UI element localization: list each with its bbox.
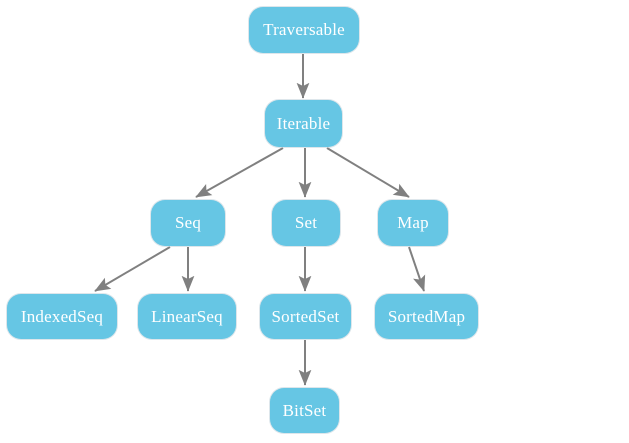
node-map[interactable]: Map	[378, 200, 448, 246]
node-indexedseq[interactable]: IndexedSeq	[7, 294, 117, 339]
edge-seq-indexedseq	[94, 246, 171, 292]
node-label-indexedseq: IndexedSeq	[20, 306, 104, 326]
node-label-sortedset: SortedSet	[271, 306, 340, 326]
node-label-map: Map	[397, 213, 429, 232]
edge-map-sortedmap	[408, 246, 426, 292]
node-label-sortedmap: SortedMap	[387, 306, 466, 326]
node-label-bitset: BitSet	[282, 400, 327, 420]
node-set[interactable]: Set	[272, 200, 340, 246]
node-sortedmap[interactable]: SortedMap	[375, 294, 478, 339]
node-sortedset[interactable]: SortedSet	[260, 294, 351, 339]
node-label-seq: Seq	[174, 213, 202, 232]
node-linearseq[interactable]: LinearSeq	[138, 294, 236, 339]
node-label-iterable: Iterable	[276, 113, 331, 133]
node-label-traversable: Traversable	[263, 20, 345, 39]
node-label-set: Set	[294, 213, 318, 232]
node-label-linearseq: LinearSeq	[151, 306, 223, 326]
edge-iterable-seq	[195, 147, 284, 198]
edge-iterable-map	[326, 147, 410, 198]
node-traversable[interactable]: Traversable	[249, 7, 359, 53]
node-seq[interactable]: Seq	[151, 200, 225, 246]
node-bitset[interactable]: BitSet	[270, 388, 339, 433]
node-iterable[interactable]: Iterable	[265, 100, 342, 147]
